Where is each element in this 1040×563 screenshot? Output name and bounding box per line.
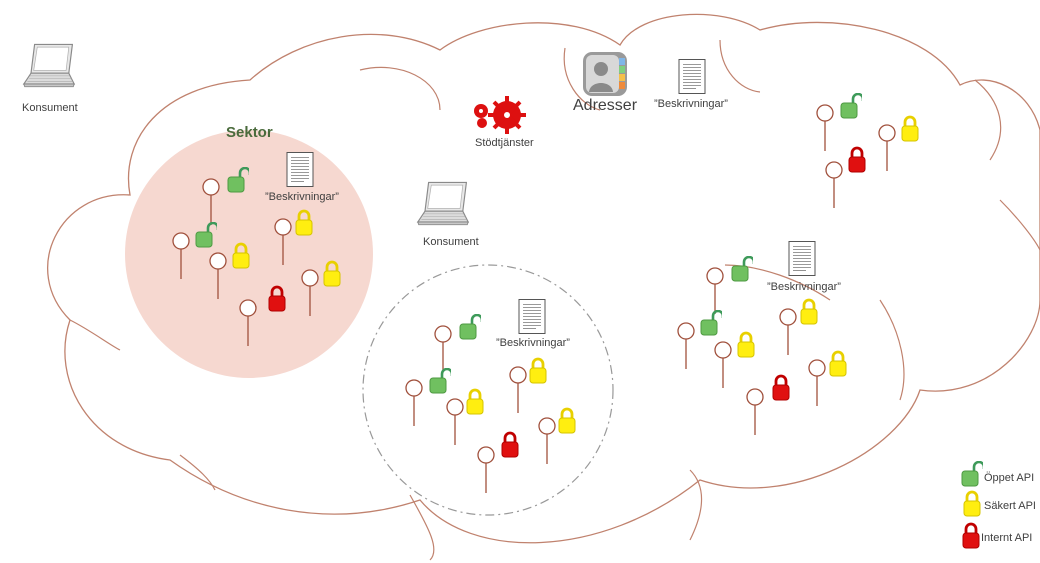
gear-icon — [474, 96, 526, 134]
consumer-label-mid: Konsument — [423, 236, 479, 248]
legend-secure-label: Säkert API — [984, 500, 1036, 512]
subdomain-dashed-circle — [362, 264, 614, 516]
document-icon — [286, 151, 314, 188]
document-icon — [518, 298, 546, 335]
document-icon — [788, 240, 816, 277]
legend-internal-label: Internt API — [981, 532, 1033, 544]
document-icon — [678, 58, 706, 95]
legend-open-lock-icon — [961, 461, 983, 487]
descriptions-label: ”Beskrivningar” — [654, 98, 728, 110]
legend-secure-lock-icon — [963, 490, 981, 517]
legend-open-label: Öppet API — [984, 472, 1035, 484]
contacts-app-icon — [583, 52, 627, 96]
descriptions-label: ”Beskrivningar” — [265, 191, 339, 203]
support-services-label: Stödtjänster — [475, 137, 534, 149]
descriptions-label: ”Beskrivningar” — [767, 281, 841, 293]
laptop-icon — [23, 43, 75, 88]
consumer-label-top: Konsument — [22, 102, 78, 114]
descriptions-label: ”Beskrivningar” — [496, 337, 570, 349]
legend-internal-lock-icon — [962, 522, 980, 549]
addresses-label: Adresser — [573, 97, 638, 114]
sektor-title: Sektor — [226, 124, 273, 141]
